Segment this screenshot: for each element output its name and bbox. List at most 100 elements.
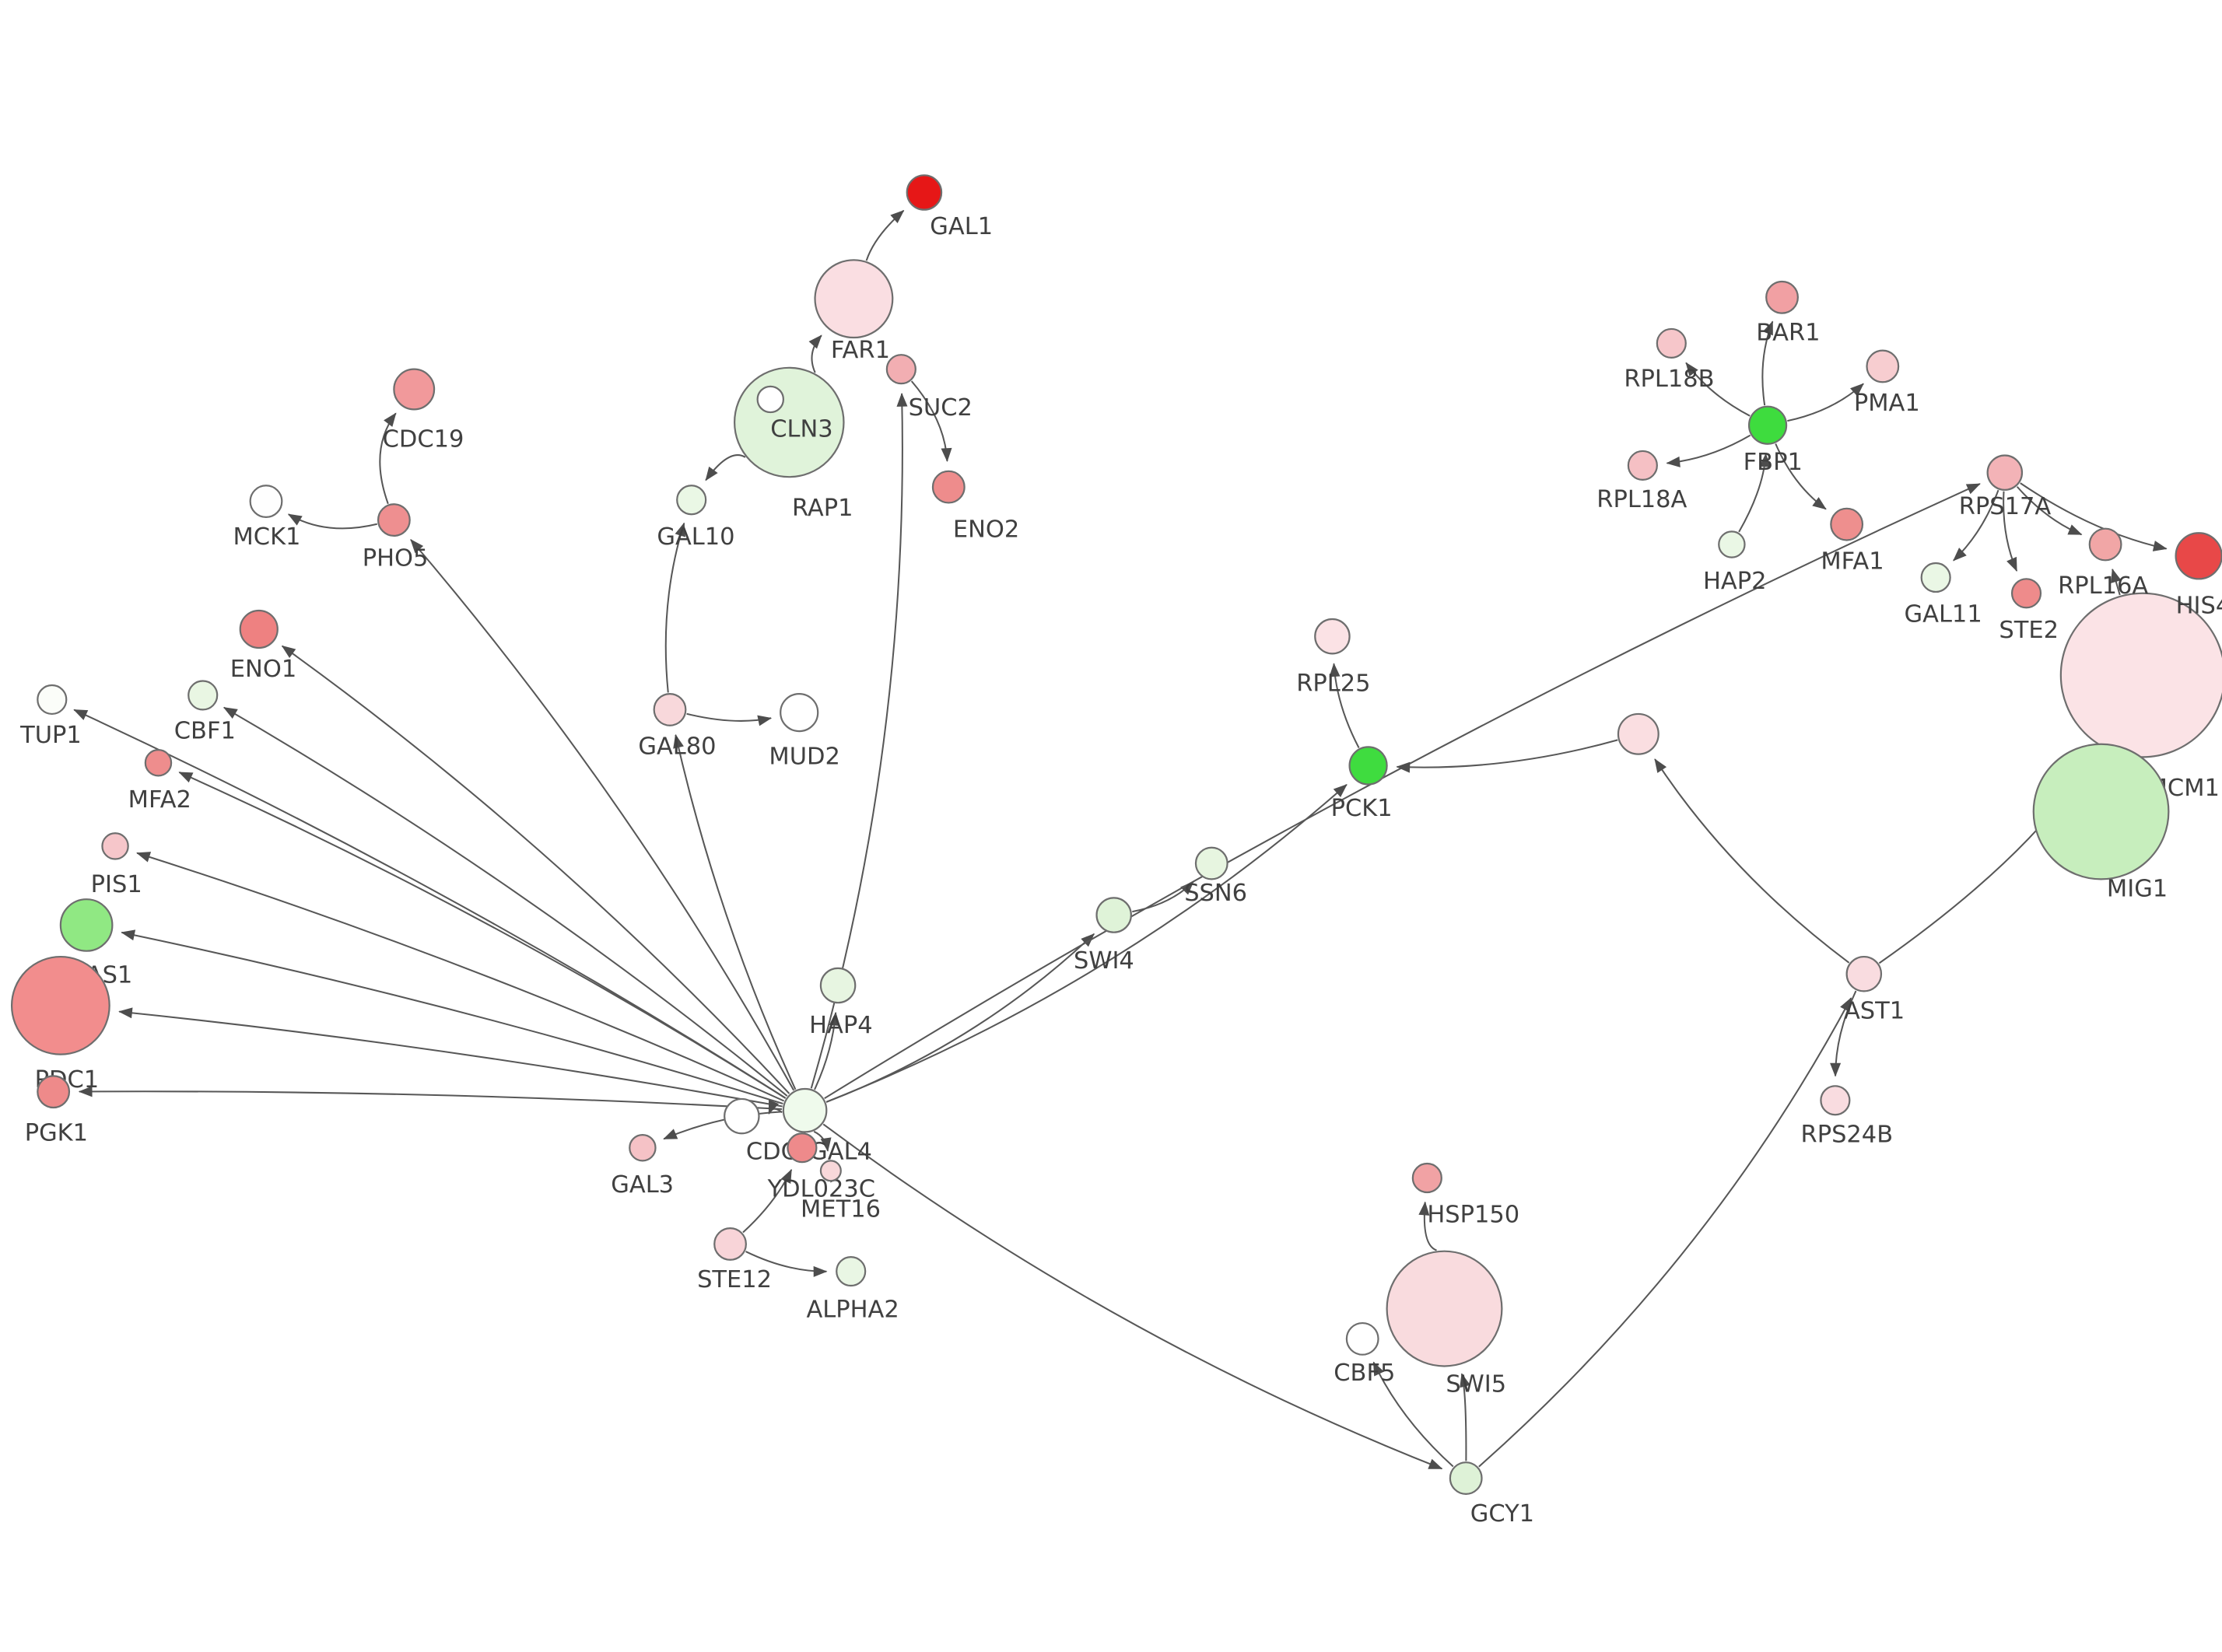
edge-gcy1-ast1[interactable]	[1478, 997, 1852, 1468]
edge-cln3-gal10[interactable]	[705, 454, 746, 481]
edge-rps17a-ste2[interactable]	[2003, 491, 2018, 572]
node-circle-mfa1[interactable]	[1830, 507, 1864, 541]
node-circle-hap2[interactable]	[1718, 530, 1746, 558]
edge-fbp1-pma1[interactable]	[1787, 383, 1864, 422]
edge-rps17a-gal11[interactable]	[1953, 489, 1999, 562]
node-circle-swi4[interactable]	[1095, 897, 1132, 933]
edge-pho5-mck1[interactable]	[287, 513, 377, 530]
edge-gal4-pck1[interactable]	[825, 784, 1348, 1103]
edge-gal4-ras1[interactable]	[121, 929, 783, 1104]
edge-gal4-pho5[interactable]	[410, 539, 795, 1091]
edge-swi4-ssn6[interactable]	[1132, 880, 1194, 913]
edge-gal80-gal10[interactable]	[664, 522, 686, 693]
node-circle-mud2[interactable]	[780, 692, 819, 733]
edge-gcy1-cbf5[interactable]	[1372, 1361, 1454, 1468]
node-circle-hap4[interactable]	[819, 967, 857, 1004]
edge-fbp1-mfa1[interactable]	[1775, 443, 1827, 510]
node-circle-pck1[interactable]	[1348, 746, 1388, 786]
node-circle-pho5[interactable]	[377, 503, 411, 537]
node-circle-ste2[interactable]	[2010, 578, 2042, 609]
node-circle-alpha2[interactable]	[836, 1255, 867, 1287]
node-circle-met16[interactable]	[819, 1160, 842, 1182]
edge-gal4-cbf1[interactable]	[223, 706, 788, 1097]
edge-suc2-eno2[interactable]	[910, 380, 952, 462]
edge-gcy1-swi5[interactable]	[1460, 1373, 1470, 1461]
edge-gal4-cdc6[interactable]	[768, 1099, 783, 1115]
edge-fbp1-bar1[interactable]	[1761, 320, 1774, 406]
node-circle-eno2[interactable]	[931, 470, 966, 504]
edge-gal4-gcy1[interactable]	[822, 1123, 1443, 1470]
edge-mcm1-rpl16a[interactable]	[2111, 568, 2122, 596]
node-circle-mfa2[interactable]	[144, 749, 173, 777]
node-circle-suc2[interactable]	[885, 354, 916, 385]
node-circle-gal11[interactable]	[1920, 562, 1951, 593]
node-circle-gal80[interactable]	[653, 692, 687, 726]
node-circle-cbf5[interactable]	[1345, 1321, 1379, 1356]
node-circle-unnamed[interactable]	[1617, 712, 1659, 755]
node-circle-ssn6[interactable]	[1194, 846, 1228, 880]
edge-ast1-unnamed1[interactable]	[1654, 758, 1850, 964]
node-circle-swi5[interactable]	[1386, 1250, 1503, 1367]
node-circle-hsp150[interactable]	[1411, 1162, 1442, 1194]
node-circle-ste12[interactable]	[713, 1227, 747, 1261]
edge-gal4-rps17a[interactable]	[824, 483, 1981, 1100]
node-circle-rpl16a[interactable]	[2088, 527, 2122, 562]
node-circle-gcy1[interactable]	[1449, 1461, 1483, 1495]
node-circle-pma1[interactable]	[1866, 349, 1900, 383]
node-circle-rpl18b[interactable]	[1656, 327, 1687, 359]
node-circle-rps24b[interactable]	[1820, 1085, 1851, 1116]
edge-pho5-cdc19[interactable]	[379, 412, 397, 505]
node-circle-mcm1[interactable]	[2059, 592, 2222, 758]
edge-fbp1-rpl18b[interactable]	[1685, 362, 1751, 417]
edge-rps17a-rpl16a[interactable]	[2016, 486, 2083, 536]
node-circle-rap1[interactable]	[756, 385, 785, 414]
node-circle-fbp1[interactable]	[1747, 405, 1788, 445]
node-circle-eno1[interactable]	[239, 609, 279, 649]
edge-ste12-alpha2[interactable]	[745, 1251, 828, 1277]
edge-unnamed1-pck1[interactable]	[1396, 739, 1618, 773]
node-circle-gal10[interactable]	[676, 485, 707, 516]
edge-gal4-mfa2[interactable]	[178, 771, 787, 1099]
edge-gal4-met16[interactable]	[813, 1130, 832, 1152]
edge-rps17a-his4[interactable]	[2020, 482, 2168, 551]
edge-fbp1-rpl18a[interactable]	[1666, 434, 1751, 467]
node-circle-cdc19[interactable]	[393, 368, 436, 411]
node-circle-gal1[interactable]	[906, 174, 943, 211]
node-circle-mck1[interactable]	[249, 485, 283, 519]
node-circle-ast1[interactable]	[1845, 955, 1883, 992]
node-circle-pdc1[interactable]	[10, 955, 110, 1055]
node-circle-bar1[interactable]	[1765, 280, 1799, 314]
node-circle-his4[interactable]	[2175, 532, 2222, 580]
edge-pck1-rpl25[interactable]	[1329, 663, 1360, 748]
node-circle-tup1[interactable]	[37, 684, 68, 716]
node-circle-mig1[interactable]	[2032, 743, 2170, 880]
edge-gal4-pis1[interactable]	[136, 852, 785, 1102]
node-circle-pgk1[interactable]	[37, 1075, 71, 1109]
node-circle-rpl25[interactable]	[1314, 618, 1351, 655]
edge-gal4-gal3[interactable]	[663, 1111, 783, 1140]
node-circle-far1[interactable]	[814, 259, 894, 339]
edge-hap2-fbp1[interactable]	[1738, 453, 1771, 533]
edge-gal4-pdc1[interactable]	[118, 1007, 783, 1108]
node-circle-rps17a[interactable]	[1986, 454, 2024, 491]
node-circle-gal4[interactable]	[782, 1087, 828, 1133]
edge-gal4-hap4[interactable]	[814, 1011, 840, 1090]
edge-cln3-far1[interactable]	[808, 334, 822, 373]
node-circle-cdc6[interactable]	[724, 1097, 760, 1135]
node-circle-pis1[interactable]	[101, 832, 129, 860]
node-circle-ydl023c[interactable]	[787, 1132, 818, 1164]
edge-swi5-hsp150[interactable]	[1418, 1201, 1437, 1251]
node-circle-cbf1[interactable]	[188, 680, 219, 711]
node-circle-gal3[interactable]	[629, 1133, 657, 1162]
edge-far1-gal1[interactable]	[865, 210, 905, 261]
edge-ste12-ydl023c[interactable]	[742, 1168, 793, 1234]
edge-gal4-gal80[interactable]	[673, 733, 797, 1090]
node-circle-ras1[interactable]	[59, 898, 114, 952]
node-circle-rpl18a[interactable]	[1627, 450, 1658, 481]
edge-gal4-tup1[interactable]	[73, 709, 787, 1099]
edge-gal4-eno1[interactable]	[281, 645, 790, 1094]
edge-gal4-pgk1[interactable]	[78, 1086, 783, 1111]
edge-ast1-rps24b[interactable]	[1830, 990, 1857, 1077]
